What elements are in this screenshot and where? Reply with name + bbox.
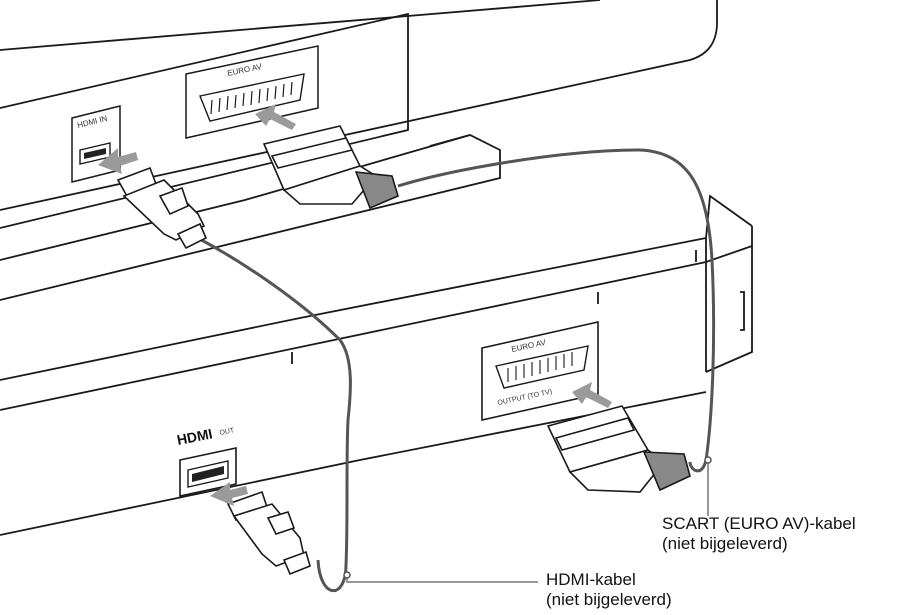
tv-hdmi-in-port: HDMI IN <box>71 105 121 183</box>
callout-leaders <box>343 456 712 583</box>
arrow-hdmi-player <box>210 482 248 506</box>
scart-cable-note: (niet bijgeleverd) <box>662 534 788 553</box>
hdmi-plug-tv <box>116 166 208 250</box>
arrow-hdmi-tv <box>98 148 138 174</box>
tv-rear-panel <box>0 0 718 301</box>
hdmi-cable-note: (niet bijgeleverd) <box>546 590 672 609</box>
player-hdmi-out-label: OUT <box>219 427 236 437</box>
player-hdmi-out-port: HDMI OUT <box>176 425 237 497</box>
tv-euro-av-port: EURO AV <box>185 45 319 139</box>
player-euro-av-port: EURO AV OUTPUT (TO TV) <box>481 321 599 421</box>
scart-cable-callout: SCART (EURO AV)-kabel (niet bijgeleverd) <box>662 514 856 554</box>
scart-cable-label: SCART (EURO AV)-kabel <box>662 514 856 533</box>
hdmi-cable-callout: HDMI-kabel (niet bijgeleverd) <box>546 570 672 610</box>
arrow-scart-tv <box>255 104 296 130</box>
hdmi-plug-player <box>226 490 311 576</box>
hdmi-cable <box>193 234 352 593</box>
hdmi-cable-label: HDMI-kabel <box>546 570 636 589</box>
scart-cable <box>397 148 716 473</box>
scart-plug-tv <box>262 125 399 210</box>
player-hdmi-logo: HDMI <box>176 425 214 448</box>
scart-plug-player <box>546 405 691 493</box>
arrow-scart-player <box>572 382 612 408</box>
